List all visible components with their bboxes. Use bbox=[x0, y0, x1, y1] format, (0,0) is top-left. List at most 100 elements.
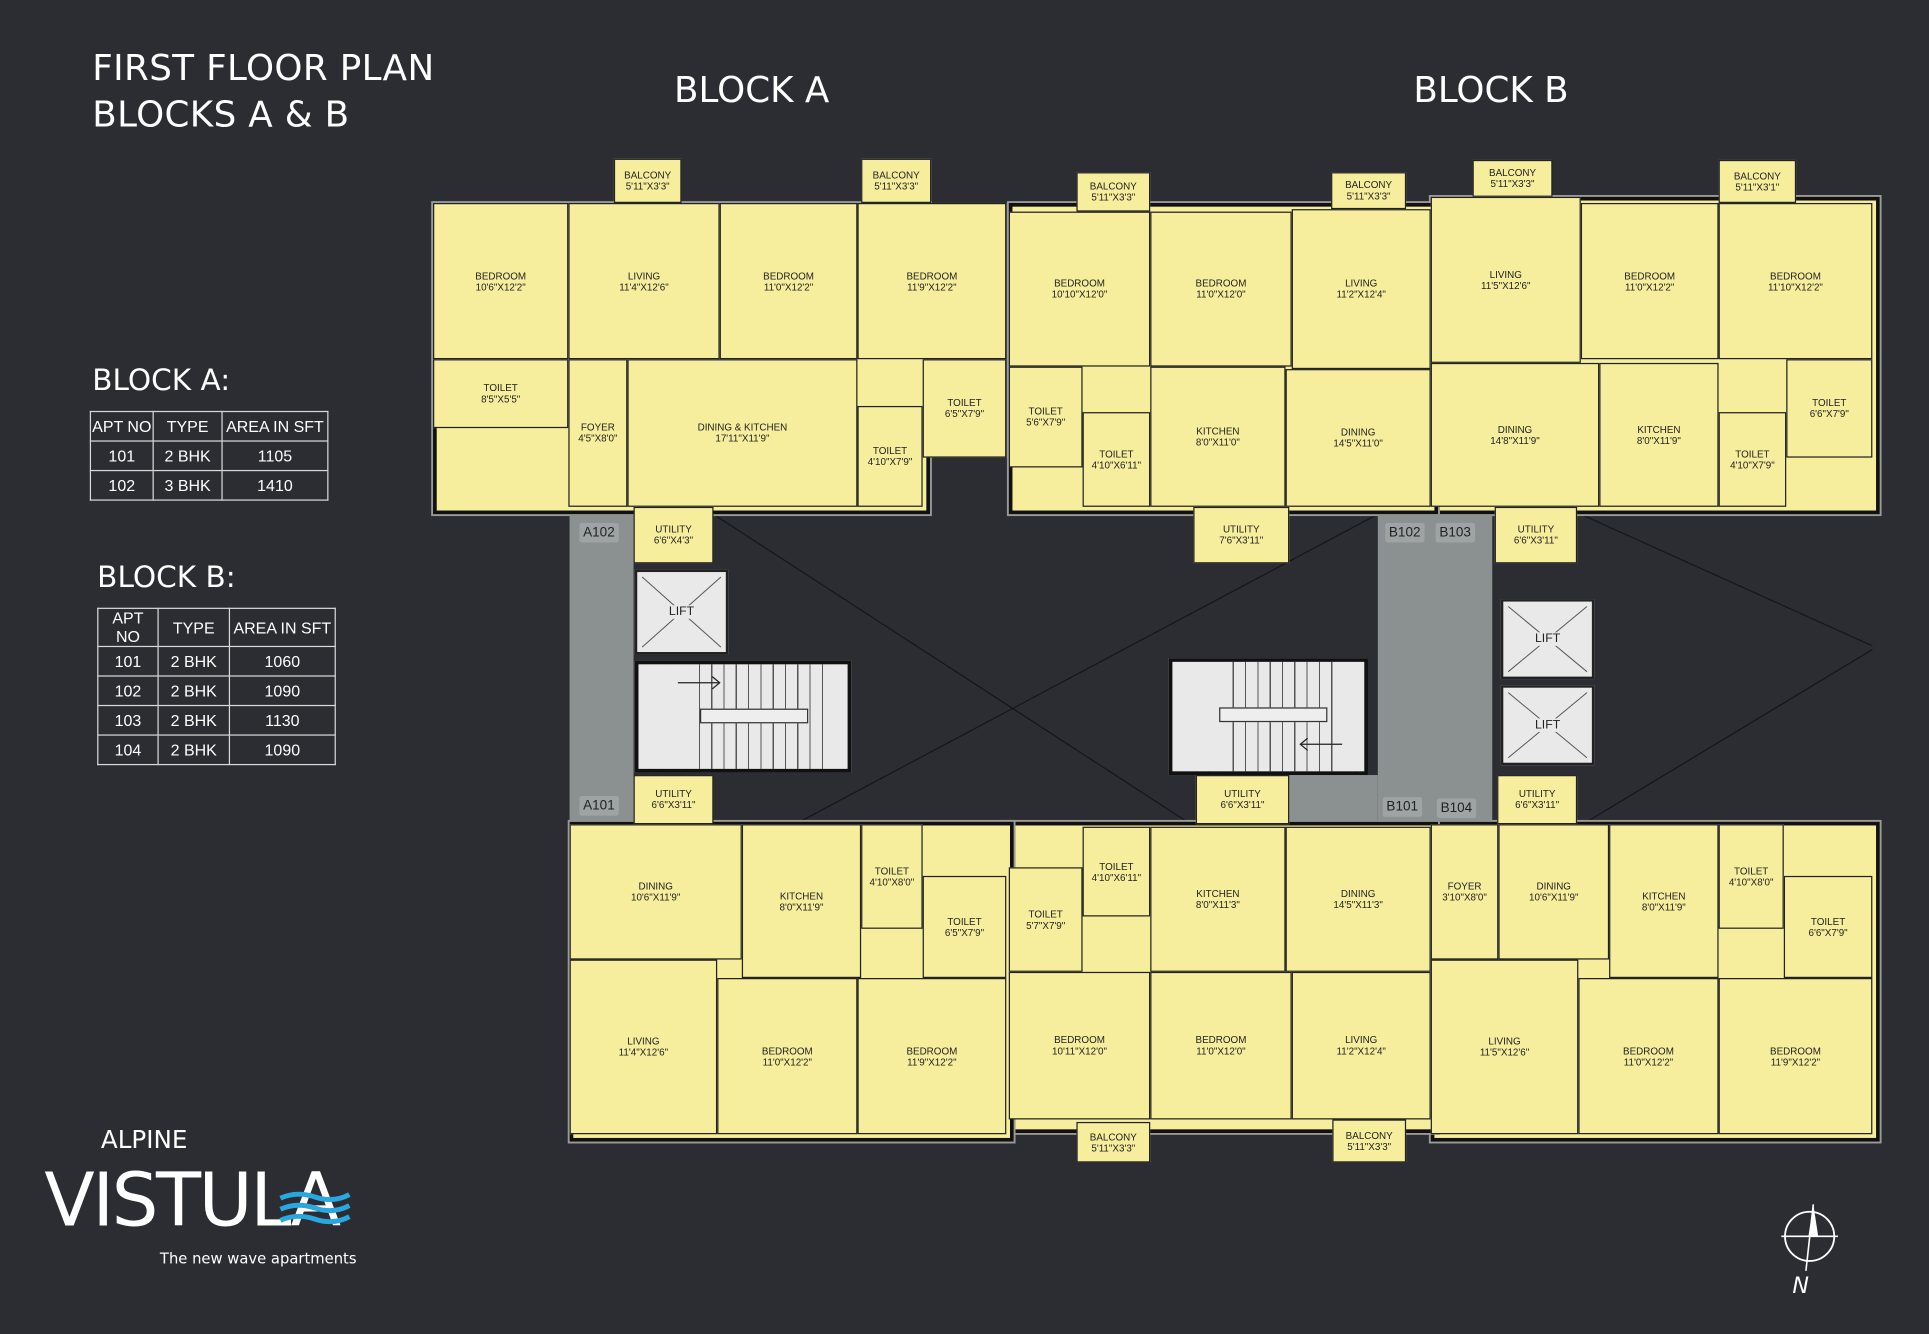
room-name: TOILET bbox=[1099, 448, 1134, 460]
room-dimensions: 5'11"X3'3" bbox=[1091, 1142, 1136, 1154]
north-compass: N bbox=[1771, 1199, 1845, 1304]
room-name: BALCONY bbox=[1089, 1131, 1137, 1143]
apt-tag-a102: A102 bbox=[579, 522, 619, 543]
logo-brand-main: VISTULA bbox=[44, 1157, 341, 1244]
apt-no-cell: 103 bbox=[97, 704, 159, 736]
block-a-area-table: APT NO TYPE AREA IN SFT 101 2 BHK 1105 1… bbox=[89, 410, 329, 501]
table-row: 104 2 BHK 1090 bbox=[97, 734, 336, 766]
room-dimensions: 17'11"X11'9" bbox=[715, 433, 770, 445]
type-cell: 2 BHK bbox=[157, 675, 231, 707]
type-cell: 2 BHK bbox=[157, 645, 231, 677]
column-header: AREA IN SFT bbox=[221, 410, 329, 442]
room-name: UTILITY bbox=[1518, 788, 1556, 800]
table-header-row: APT NO TYPE AREA IN SFT bbox=[89, 410, 329, 442]
room-dimensions: 5'11"X3'3" bbox=[874, 180, 919, 192]
apt-tag-b104: B104 bbox=[1436, 798, 1476, 819]
room-name: BALCONY bbox=[1345, 179, 1393, 191]
room-name: TOILET bbox=[947, 915, 982, 927]
block-a-header: BLOCK A bbox=[674, 68, 830, 111]
alpine-vistula-logo: ALPINE VISTULA The new wave apartments bbox=[37, 1124, 369, 1272]
room-dimensions: 11'5"X12'6" bbox=[1479, 1046, 1530, 1058]
room-name: UTILITY bbox=[1517, 524, 1555, 536]
apt-no-cell: 102 bbox=[97, 675, 159, 707]
room-name: BEDROOM bbox=[1770, 1045, 1821, 1057]
room-dimensions: 6'6"X3'11" bbox=[1220, 799, 1265, 811]
area-cell: 1410 bbox=[221, 469, 329, 501]
north-label: N bbox=[1792, 1273, 1809, 1300]
room-dimensions: 8'0"X11'9" bbox=[779, 901, 824, 913]
room-name: KITCHEN bbox=[1196, 888, 1240, 900]
room-dimensions: 11'0"X12'2" bbox=[762, 1056, 813, 1068]
area-cell: 1090 bbox=[228, 734, 336, 766]
block-a-corridor bbox=[569, 514, 634, 822]
room-dimensions: 10'11"X12'0" bbox=[1052, 1045, 1107, 1057]
room-name: BEDROOM bbox=[1770, 270, 1821, 282]
type-cell: 2 BHK bbox=[157, 734, 231, 766]
room-name: UTILITY bbox=[1222, 524, 1260, 536]
room-dimensions: 8'0"X11'9" bbox=[1641, 901, 1686, 913]
lift-label: LIFT bbox=[667, 605, 696, 619]
type-cell: 2 BHK bbox=[152, 440, 223, 472]
room-name: LIVING bbox=[1489, 268, 1522, 280]
room-dimensions: 5'11"X3'3" bbox=[625, 180, 670, 192]
room-dimensions: 5'11"X3'1" bbox=[1735, 181, 1780, 193]
room-dimensions: 11'0"X12'2" bbox=[1623, 1056, 1674, 1068]
room-name: FOYER bbox=[1447, 880, 1482, 892]
block-b-table-heading: BLOCK B: bbox=[97, 559, 236, 595]
room-name: DINING bbox=[1340, 888, 1376, 900]
apt-tag-b101: B101 bbox=[1382, 797, 1422, 817]
guide-line bbox=[1580, 513, 1873, 647]
room-dimensions: 6'6"X3'11" bbox=[1515, 799, 1560, 811]
room-dimensions: 4'10"X8'0" bbox=[1728, 876, 1774, 888]
arrow-left-icon bbox=[1299, 737, 1343, 751]
lift-block-b-1: LIFT bbox=[1500, 599, 1595, 680]
sheet-title-line1: FIRST FLOOR PLAN bbox=[92, 46, 435, 89]
stair-handrail bbox=[1219, 707, 1328, 723]
room-name: KITCHEN bbox=[779, 890, 824, 902]
room-dimensions: 11'4"X12'6" bbox=[618, 1046, 669, 1058]
room-name: DINING & KITCHEN bbox=[697, 421, 788, 434]
room-name: TOILET bbox=[874, 865, 910, 877]
room-name: TOILET bbox=[1812, 397, 1847, 409]
apt-tag-b103: B103 bbox=[1435, 522, 1475, 543]
room-dimensions: 8'0"X11'9" bbox=[1636, 434, 1681, 446]
room-dimensions: 10'6"X11'9" bbox=[630, 891, 681, 903]
logo-tagline: The new wave apartments bbox=[159, 1249, 357, 1268]
room-name: BEDROOM bbox=[1054, 278, 1105, 290]
room-dimensions: 6'6"X4'3" bbox=[653, 535, 694, 547]
room-name: LIVING bbox=[1488, 1035, 1521, 1047]
apt-no-cell: 101 bbox=[97, 645, 159, 677]
staircase-block-b bbox=[1168, 658, 1368, 776]
column-header: APT NO bbox=[89, 410, 154, 442]
room-dimensions: 5'11"X3'3" bbox=[1346, 190, 1391, 202]
